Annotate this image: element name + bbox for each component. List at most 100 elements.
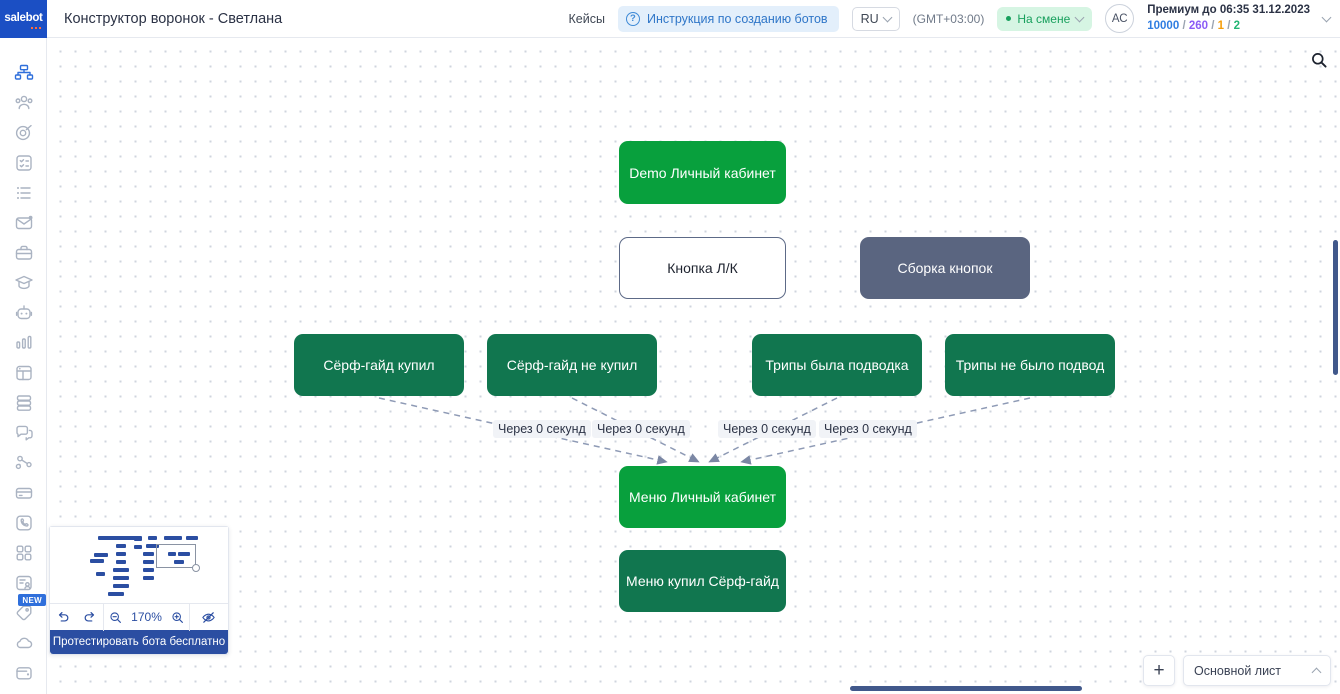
- flow-node-tripy-ne-bylo[interactable]: Трипы не было подвод: [945, 334, 1115, 396]
- sidebar-item-bot[interactable]: [0, 298, 47, 328]
- instruction-label: Инструкция по созданию ботов: [646, 11, 828, 26]
- database-icon: [14, 393, 34, 413]
- instruction-button[interactable]: ? Инструкция по созданию ботов: [617, 5, 839, 32]
- briefcase-icon: [14, 243, 34, 263]
- sidebar-item-academy[interactable]: [0, 268, 47, 298]
- sidebar-item-tags[interactable]: NEW: [0, 594, 47, 628]
- new-badge: NEW: [18, 594, 46, 606]
- undo-icon[interactable]: [50, 604, 77, 631]
- funnel-tree-icon: [14, 63, 34, 83]
- avatar[interactable]: АС: [1105, 4, 1135, 33]
- sidebar-item-stats[interactable]: [0, 328, 47, 358]
- sidebar-rail: NEW: [0, 38, 47, 694]
- test-bot-free-button[interactable]: Протестировать бота бесплатно: [50, 630, 228, 654]
- graduation-cap-icon: [14, 273, 34, 293]
- counter-separator: /: [1182, 19, 1186, 32]
- sidebar-item-cloud[interactable]: [0, 628, 47, 658]
- sidebar-item-targets[interactable]: [0, 118, 47, 148]
- flow-node-sborka-knopok[interactable]: Сборка кнопок: [860, 237, 1030, 299]
- counter-clients: 260: [1188, 19, 1209, 32]
- account-menu-chevron-icon[interactable]: [1321, 12, 1332, 22]
- account-counters[interactable]: 10000 / 260 / 1 / 2: [1147, 19, 1310, 35]
- phone-square-icon: [14, 513, 34, 533]
- timezone-label: (GMT+03:00): [912, 11, 985, 26]
- brand-logo-box[interactable]: salebot: [0, 0, 47, 38]
- top-bar: salebot Конструктор воронок - Светлана К…: [0, 0, 1340, 38]
- counter-extra: 2: [1233, 19, 1241, 32]
- minimap-resize-handle[interactable]: [192, 564, 200, 572]
- top-bar-right: Кейсы ? Инструкция по созданию ботов RU …: [569, 0, 1340, 37]
- redo-icon[interactable]: [77, 604, 104, 631]
- sidebar-item-clients[interactable]: [0, 88, 47, 118]
- flow-node-serf-ne-kupil[interactable]: Сёрф-гайд не купил: [487, 334, 657, 396]
- minimap-viewport[interactable]: [156, 544, 196, 568]
- bar-chart-icon: [14, 333, 34, 353]
- wallet-icon: [14, 663, 34, 683]
- flow-node-serf-kupil[interactable]: Сёрф-гайд купил: [294, 334, 464, 396]
- question-icon: ?: [625, 11, 640, 26]
- users-icon: [14, 93, 34, 113]
- flow-node-knopka-lk[interactable]: Кнопка Л/К: [619, 237, 786, 299]
- sidebar-item-funnels[interactable]: [0, 58, 47, 88]
- sidebar-item-integrations[interactable]: [0, 448, 47, 478]
- sidebar-item-lists[interactable]: [0, 178, 47, 208]
- share-nodes-icon: [14, 453, 34, 473]
- edge-label: Через 0 секунд: [493, 420, 591, 438]
- flow-node-menu-lk[interactable]: Меню Личный кабинет: [619, 466, 786, 528]
- zoom-out-icon[interactable]: [104, 604, 127, 631]
- counter-bots: 1: [1217, 19, 1225, 32]
- sidebar-item-table[interactable]: [0, 358, 47, 388]
- zoom-in-icon[interactable]: [166, 604, 189, 631]
- minimap-panel: 170% Пр: [49, 526, 229, 655]
- sheet-select-value: Основной лист: [1194, 663, 1282, 678]
- chevron-up-icon: [1311, 667, 1322, 677]
- checklist-card-icon: [14, 153, 34, 173]
- sheet-select[interactable]: Основной лист: [1183, 655, 1331, 686]
- chevron-down-icon: [882, 12, 893, 22]
- horizontal-scrollbar[interactable]: [850, 686, 1082, 691]
- edge-label: Через 0 секунд: [718, 420, 816, 438]
- zoom-level-label: 170%: [131, 610, 162, 624]
- sidebar-item-contacts[interactable]: [0, 568, 47, 598]
- shift-status-label: На смене: [1017, 11, 1071, 26]
- vertical-scrollbar[interactable]: [1333, 240, 1338, 375]
- add-sheet-button[interactable]: +: [1143, 655, 1175, 686]
- cases-link[interactable]: Кейсы: [568, 11, 605, 26]
- sidebar-item-apps[interactable]: [0, 538, 47, 568]
- counter-messages: 10000: [1147, 19, 1180, 32]
- brand-logo-text: salebot: [4, 12, 43, 29]
- sidebar-item-chats[interactable]: [0, 418, 47, 448]
- page-title: Конструктор воронок - Светлана: [64, 10, 283, 27]
- sidebar-item-database[interactable]: [0, 388, 47, 418]
- sidebar-item-payments[interactable]: [0, 478, 47, 508]
- flow-node-tripy-byla[interactable]: Трипы была подводка: [752, 334, 922, 396]
- language-select[interactable]: RU: [851, 6, 900, 31]
- shift-status-badge[interactable]: На смене: [997, 6, 1093, 31]
- sheet-bar: + Основной лист: [1143, 655, 1331, 686]
- flow-node-menu-kupil[interactable]: Меню купил Сёрф-гайд: [619, 550, 786, 612]
- sidebar-item-mailing[interactable]: [0, 208, 47, 238]
- list-icon: [14, 183, 34, 203]
- minimap-toolbar: 170%: [50, 603, 228, 631]
- contact-card-icon: [14, 573, 34, 593]
- chat-bubbles-icon: [14, 423, 34, 443]
- grid-apps-icon: [14, 543, 34, 563]
- avatar-initials: АС: [1111, 12, 1128, 25]
- tag-icon: [14, 603, 34, 623]
- sidebar-item-calls[interactable]: [0, 508, 47, 538]
- search-icon[interactable]: [1306, 47, 1332, 73]
- counter-separator: /: [1227, 19, 1231, 32]
- premium-expiry: Премиум до 06:35 31.12.2023: [1147, 3, 1310, 16]
- sidebar-item-tasks[interactable]: [0, 148, 47, 178]
- sidebar-item-wallet[interactable]: [0, 658, 47, 688]
- counter-separator: /: [1211, 19, 1215, 32]
- eye-off-icon[interactable]: [190, 604, 228, 631]
- minimap-canvas[interactable]: [50, 527, 228, 603]
- status-dot-icon: [1006, 16, 1012, 21]
- flow-node-demo-lk[interactable]: Demo Личный кабинет: [619, 141, 786, 204]
- sidebar-item-cases[interactable]: [0, 238, 47, 268]
- mail-icon: [14, 213, 34, 233]
- target-icon: [14, 123, 34, 143]
- premium-info: Премиум до 06:35 31.12.2023 10000 / 260 …: [1147, 3, 1310, 34]
